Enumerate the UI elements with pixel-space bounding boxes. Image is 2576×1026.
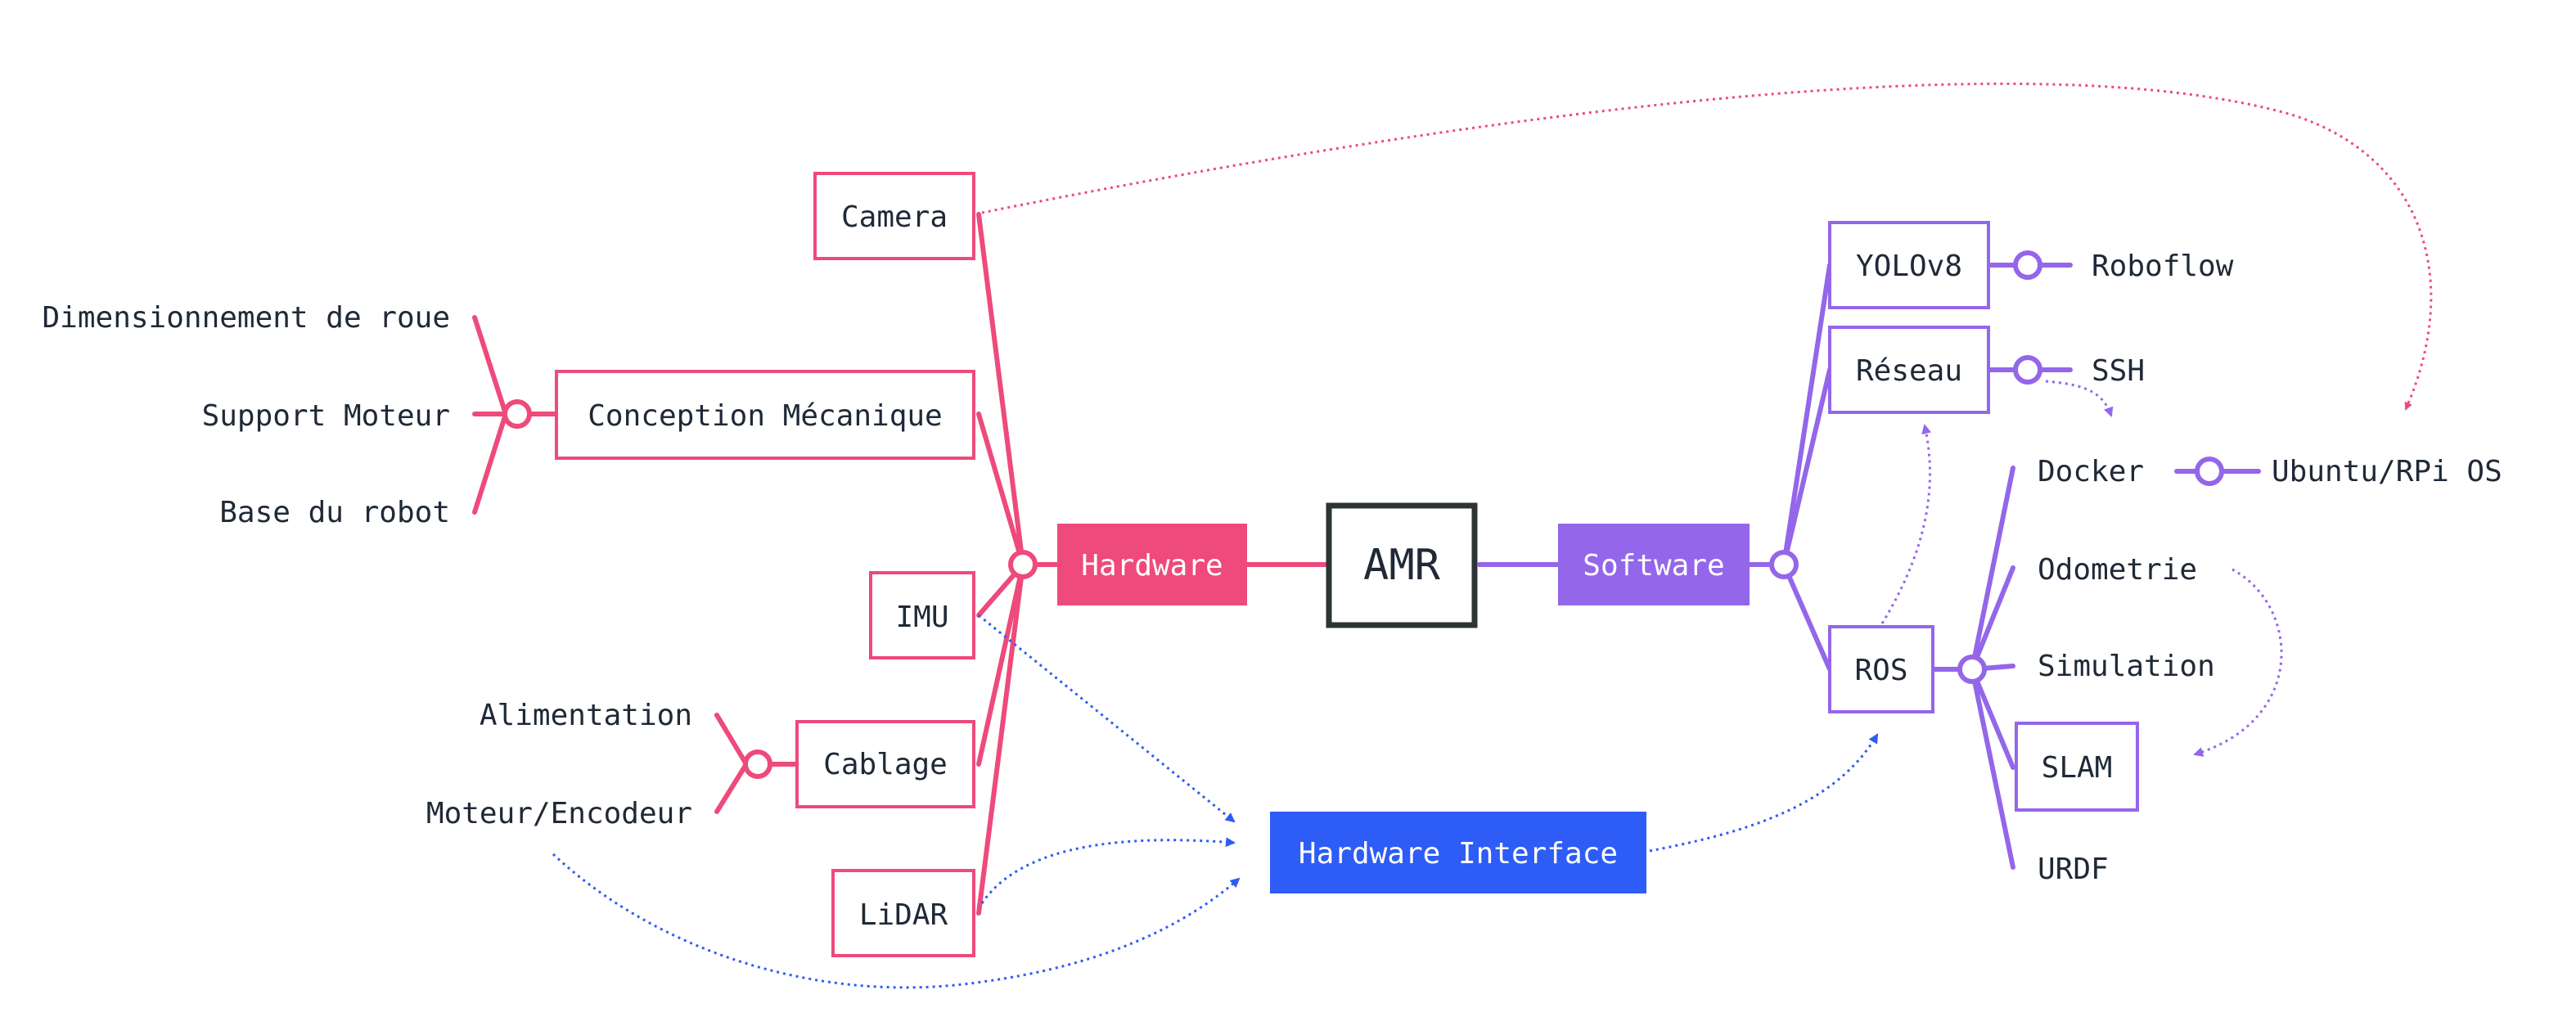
odometrie-label: Odometrie [2038, 553, 2197, 587]
lidar-node [831, 869, 975, 957]
ubuntu-label: Ubuntu/RPi OS [2272, 455, 2502, 488]
urdf-label: URDF [2038, 853, 2109, 886]
alimentation-label: Alimentation [480, 699, 692, 732]
imu-to-interface-relation [978, 614, 1236, 823]
slam-node [2015, 722, 2139, 812]
connector-lidar [976, 562, 1025, 916]
connector-odometrie [1970, 565, 2015, 672]
connector-base-robot [472, 412, 508, 515]
cablage-node [795, 720, 975, 808]
hardware-interface-label: Hardware Interface [1299, 837, 1618, 871]
camera-label: Camera [841, 200, 948, 234]
connector-urdf [1970, 667, 2015, 870]
hardware-node [1057, 524, 1247, 605]
base-robot-label: Base du robot [219, 496, 450, 529]
connector-reseau [1781, 367, 1832, 567]
roboflow-label: Roboflow [2092, 250, 2234, 283]
software-label: Software [1583, 549, 1724, 583]
docker-label: Docker [2038, 455, 2144, 488]
software-hub [1769, 550, 1799, 579]
slam-label: SLAM [2042, 751, 2113, 785]
simulation-label: Simulation [2038, 650, 2215, 683]
lidar-label: LiDAR [859, 898, 948, 932]
connector-docker [1970, 466, 2015, 672]
cablage-label: Cablage [823, 748, 948, 781]
reseau-ssh-hub [2013, 355, 2042, 385]
conception-label: Conception Mécanique [588, 399, 942, 433]
yolo-label: YOLOv8 [1856, 250, 1962, 283]
moteur-encodeur-label: Moteur/Encodeur [426, 797, 692, 830]
imu-node [869, 571, 975, 659]
ros-to-reseau-relation [1880, 424, 1932, 624]
hardware-interface-node [1270, 812, 1646, 893]
conception-hub [502, 399, 532, 429]
ros-label: ROS [1854, 654, 1907, 687]
connector-slam [1970, 667, 2015, 770]
camera-to-ubuntu-relation [981, 82, 2433, 411]
amr-label: AMR [1363, 541, 1441, 590]
lidar-to-interface-relation [980, 837, 1236, 904]
interface-to-ros-relation [1649, 733, 1879, 853]
software-branch [1477, 263, 2261, 870]
yolo-roboflow-hub [2013, 250, 2042, 280]
reseau-node [1828, 326, 1990, 414]
hardware-hub [1008, 550, 1038, 579]
support-moteur-label: Support Moteur [202, 399, 450, 433]
connector-alimentation [714, 713, 749, 767]
amr-node [1326, 502, 1478, 628]
hardware-label: Hardware [1081, 549, 1223, 583]
connector-moteur-encodeur [714, 762, 749, 814]
conception-node [555, 370, 975, 460]
dimensionnement-label: Dimensionnement de roue [43, 301, 451, 335]
docker-ubuntu-hub [2195, 457, 2224, 486]
imu-label: IMU [895, 601, 948, 634]
camera-node [813, 172, 975, 260]
ros-hub [1957, 655, 1987, 684]
connector-dimensionnement [472, 315, 508, 416]
connector-conception [976, 412, 1025, 567]
cablage-hub [743, 749, 772, 779]
ssh-to-docker-relation [2045, 380, 2114, 417]
yolo-node [1828, 221, 1990, 309]
software-node [1558, 524, 1750, 605]
connector-yolo [1781, 263, 1832, 567]
ros-node [1828, 625, 1934, 713]
connector-camera [976, 212, 1025, 567]
ssh-label: SSH [2092, 354, 2145, 388]
connector-ros [1781, 562, 1832, 672]
hardware-branch [472, 212, 1330, 916]
reseau-label: Réseau [1856, 354, 1962, 388]
connector-cablage [976, 562, 1025, 767]
